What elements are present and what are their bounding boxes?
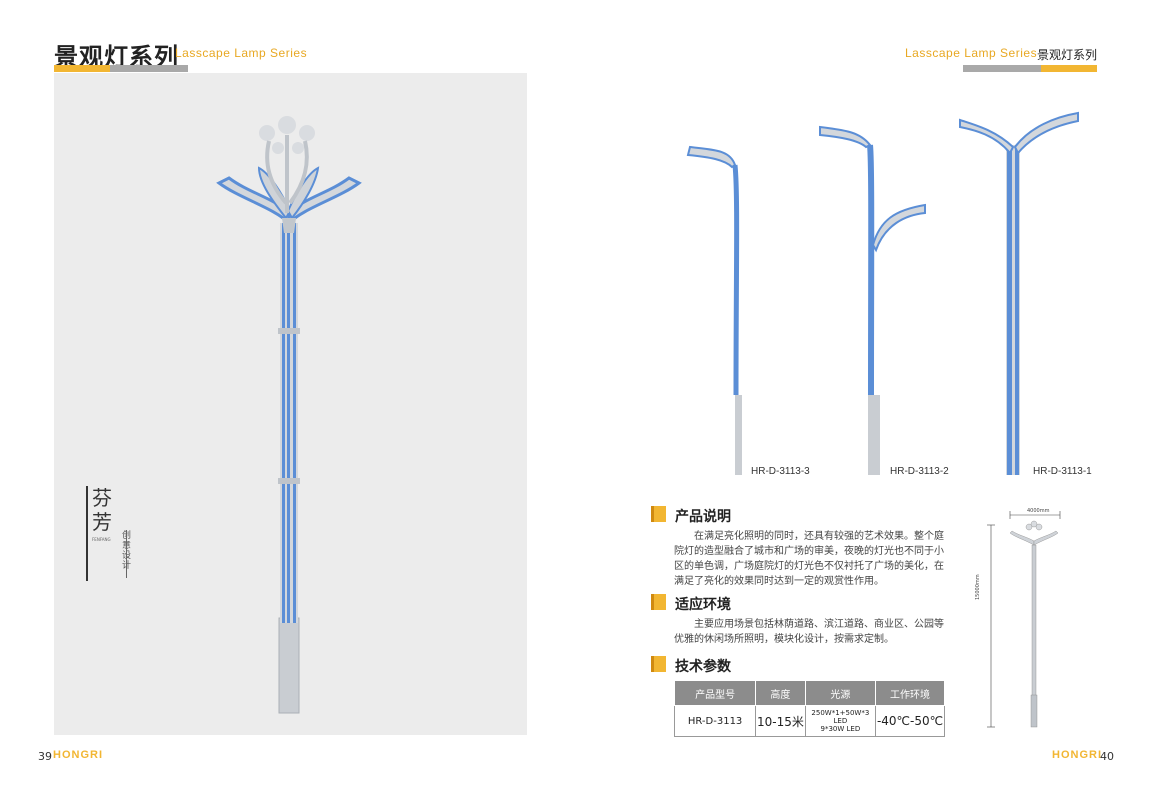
spec-header-cell: 光源 [804, 680, 877, 706]
spec-table-row: HR-D-3113 10-15米 250W*1+50W*3 LED 9*30W … [673, 705, 945, 737]
section-marker [651, 594, 666, 610]
product-model-label: HR-D-3113-1 [1033, 466, 1092, 477]
environment-line: 主要应用场景包括林荫道路、滨江道路、商业区、公园等 [694, 619, 944, 630]
spec-light-cell: 250W*1+50W*3 LED 9*30W LED [804, 705, 877, 737]
section-title-environment: 适应环境 [675, 597, 731, 613]
spec-env-cell: -40℃-50℃ [875, 705, 945, 737]
landscape-lamp-illustration [216, 116, 362, 714]
description-line: 区的单色调，广场庭院灯的灯光色不仅衬托了广场的美化，在 [674, 561, 944, 572]
product-lamps-illustration [686, 111, 1079, 475]
description-line: 在满足亮化照明的同时，还具有较强的艺术效果。整个庭 [694, 531, 944, 542]
page-subtitle-left: Lasscape Lamp Series [175, 46, 308, 60]
spec-model-cell: HR-D-3113 [673, 705, 757, 737]
spec-table-header-row: 产品型号 高度 光源 工作环境 [673, 680, 945, 706]
environment-line: 优雅的休闲场所照明，模块化设计，按需求定制。 [674, 634, 894, 645]
page-title-right: 景观灯系列 [1037, 48, 1098, 62]
series-logo-name: 芬芳 [92, 486, 112, 534]
section-title-specs: 技术参数 [675, 659, 731, 675]
dimension-height-label: 15000mm [975, 574, 981, 600]
header-accent-bar-yellow [54, 65, 110, 72]
description-line: 院灯的造型融合了城市和广场的审美，夜晚的灯光也不同于小 [674, 546, 944, 557]
description-line: 满足了亮化的效果同时达到一定的观赏性作用。 [674, 576, 884, 587]
page-subtitle-right: Lasscape Lamp Series [905, 46, 1038, 60]
dimension-width-label: 4000mm [1027, 508, 1050, 514]
page-number-right: 40 [1100, 750, 1114, 763]
section-marker [651, 506, 666, 522]
section-title-description: 产品说明 [675, 509, 731, 525]
spec-light-line: 9*30W LED [820, 725, 861, 733]
product-model-label: HR-D-3113-2 [890, 466, 949, 477]
environment-text: 主要应用场景包括林荫道路、滨江道路、商业区、公园等 优雅的休闲场所照明，模块化设… [674, 617, 944, 647]
brand-logo-right: HONGRI [1052, 749, 1102, 761]
series-logo-tagline: 创意设计 [120, 530, 130, 570]
section-marker [651, 656, 666, 672]
spec-header-cell: 工作环境 [875, 680, 945, 706]
dimension-drawing [987, 511, 1061, 728]
brand-logo-left: HONGRI [53, 749, 103, 761]
spec-header-cell: 高度 [755, 680, 806, 706]
spec-light-line: 250W*1+50W*3 LED [811, 709, 870, 725]
header-accent-bar-yellow-right [1041, 65, 1097, 72]
spec-height-cell: 10-15米 [755, 705, 806, 737]
logo-side-line [126, 530, 127, 578]
description-text: 在满足亮化照明的同时，还具有较强的艺术效果。整个庭 院灯的造型融合了城市和广场的… [674, 529, 944, 589]
series-logo-pinyin: FENFANG [92, 537, 111, 542]
header-accent-bar-gray-right [963, 65, 1041, 72]
logo-divider [86, 486, 88, 581]
spec-table: 产品型号 高度 光源 工作环境 HR-D-3113 10-15米 250W*1+… [673, 680, 945, 737]
header-accent-bar-gray [110, 65, 188, 72]
product-model-label: HR-D-3113-3 [751, 466, 810, 477]
page-number-left: 39 [38, 750, 52, 763]
hero-lamp-photo [54, 73, 527, 735]
spec-header-cell: 产品型号 [673, 680, 757, 706]
